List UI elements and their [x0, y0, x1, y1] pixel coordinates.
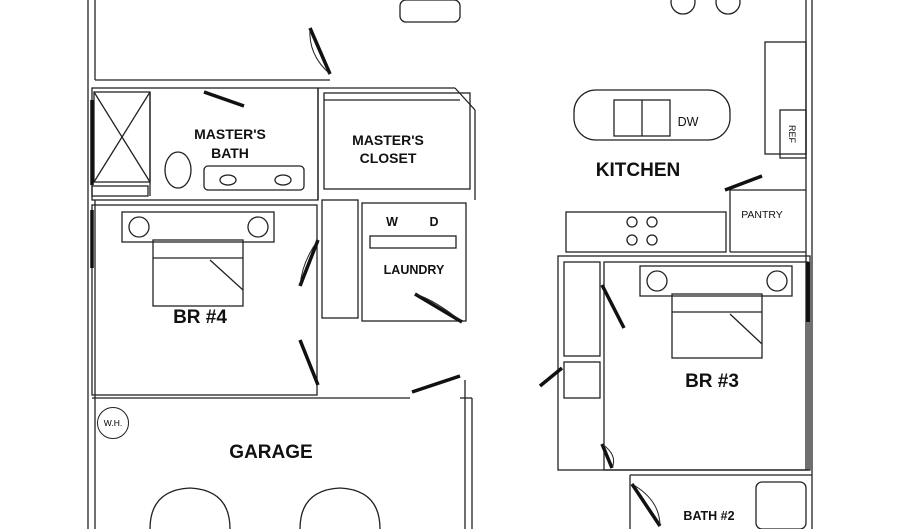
masters-bath-label-1: MASTER'S: [194, 126, 266, 142]
washer-label: W: [386, 215, 398, 229]
refrigerator-label: REF: [787, 125, 797, 143]
master-bath-walls: [91, 87, 476, 201]
exterior-walls: [87, 0, 813, 529]
dishwasher-label: DW: [677, 115, 699, 129]
bath-fixtures: [164, 151, 305, 191]
laundry-walls: [321, 199, 467, 322]
water-heater-icon: W.H.: [97, 407, 129, 439]
dryer-label: D: [429, 215, 439, 229]
br4-walls: [91, 204, 318, 396]
bath2-label: BATH #2: [683, 509, 735, 523]
masters-closet-label-2: CLOSET: [359, 150, 417, 166]
pantry-label: PANTRY: [741, 209, 783, 221]
door-arcs: [299, 27, 661, 527]
masters-bath-label-2: BATH: [211, 145, 249, 161]
doors: [90, 27, 810, 527]
bath2-walls: [629, 474, 812, 529]
br3-label: BR #3: [685, 371, 739, 392]
kitchen-label: KITCHEN: [595, 160, 681, 181]
garage-label: GARAGE: [229, 442, 313, 463]
br3-walls: [557, 255, 811, 471]
masters-closet-label-1: MASTER'S: [352, 132, 424, 148]
br4-label: BR #4: [173, 307, 227, 328]
laundry-label: LAUNDRY: [383, 263, 445, 277]
kitchen-walls: [399, 0, 807, 253]
garage-walls: [92, 380, 473, 529]
